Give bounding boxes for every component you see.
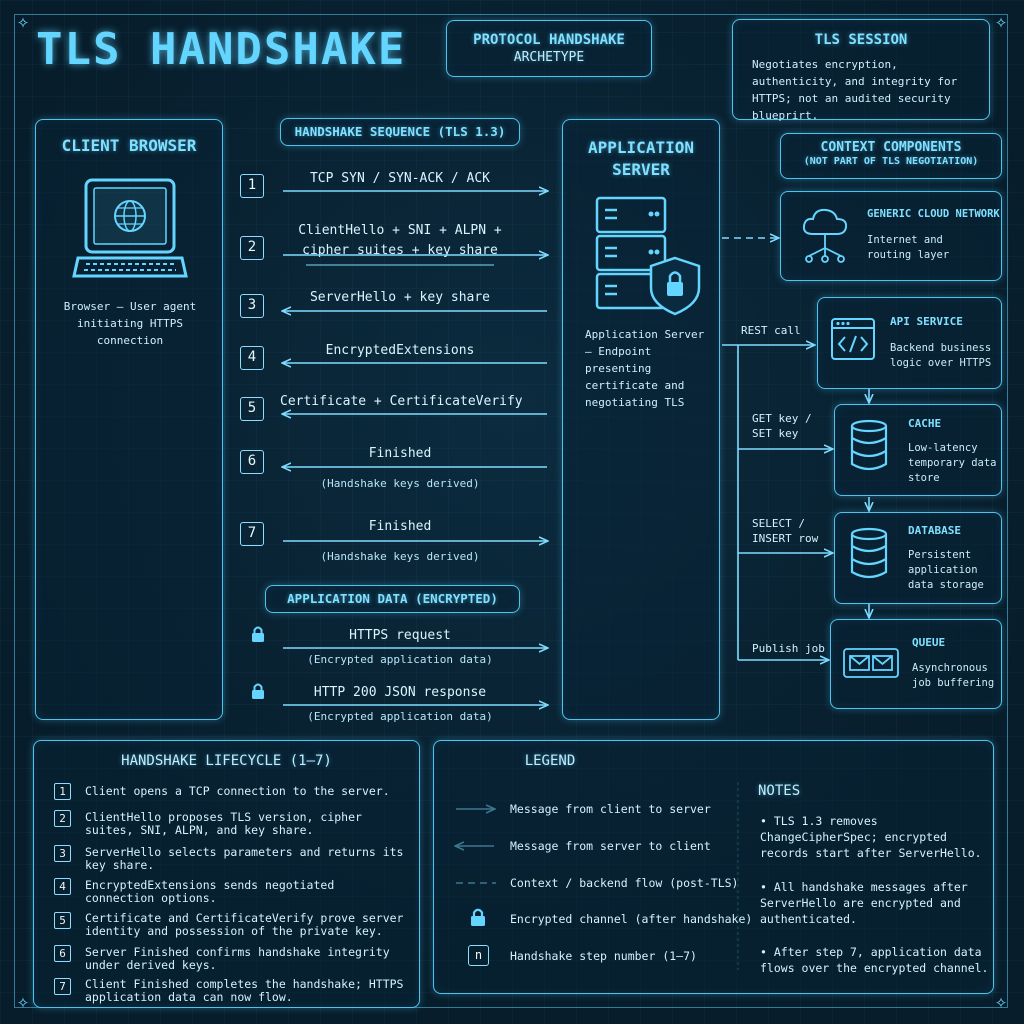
tls-session-box: TLS SESSION Negotiates encryption, authe… <box>732 19 990 122</box>
cache-title: CACHE <box>908 417 942 430</box>
step-7-message: Finished <box>368 519 432 534</box>
page-title: TLS HANDSHAKE <box>36 24 407 75</box>
application-data-header: APPLICATION DATA (ENCRYPTED) <box>265 585 520 613</box>
lifecycle-item-4: EncryptedExtensions sends negotiated con… <box>85 878 335 905</box>
handshake-lifecycle-panel: HANDSHAKE LIFECYCLE (1–7) <box>33 740 420 1008</box>
step-7-note: (Handshake keys derived) <box>320 550 480 563</box>
laptop-icon <box>72 176 188 286</box>
api-service-box: API SERVICE Backend business logic over … <box>817 297 1002 389</box>
lifecycle-item-3: ServerHello selects parameters and retur… <box>85 845 404 872</box>
lifecycle-number-4: 4 <box>54 878 71 895</box>
notes-title: NOTES <box>758 783 801 799</box>
step-number-4: 4 <box>240 346 264 370</box>
cloud-network-box: GENERIC CLOUD NETWORK Internet and routi… <box>780 191 1002 281</box>
note-2: • All handshake messages after ServerHel… <box>760 880 968 926</box>
lifecycle-item-5: Certificate and CertificateVerify prove … <box>85 911 404 938</box>
step-6-note: (Handshake keys derived) <box>320 477 480 490</box>
http-response-message: HTTP 200 JSON response <box>313 685 487 700</box>
corner-ornament-icon: ✧ <box>994 9 1008 33</box>
handshake-sequence-title: HANDSHAKE SEQUENCE (TLS 1.3) <box>294 124 506 139</box>
legend-server-to-client: Message from server to client <box>510 839 711 853</box>
queue-title: QUEUE <box>912 636 946 649</box>
legend-encrypted-channel: Encrypted channel (after handshake) <box>510 912 753 926</box>
context-components-title: CONTEXT COMPONENTS <box>820 140 962 155</box>
server-description: Application Server — Endpoint presenting… <box>585 328 705 409</box>
corner-ornament-icon: ✧ <box>994 989 1008 1013</box>
http-response-note: (Encrypted application data) <box>307 710 493 723</box>
step-number-6: 6 <box>240 450 264 474</box>
legend-step-symbol: n <box>468 945 489 966</box>
server-title-line1: APPLICATION <box>588 138 694 157</box>
server-title-line2: SERVER <box>612 160 670 179</box>
api-service-description: Backend business logic over HTTPS <box>890 342 992 369</box>
lifecycle-item-1: Client opens a TCP connection to the ser… <box>85 784 390 798</box>
https-request-message: HTTPS request <box>349 628 451 643</box>
lifecycle-number-3: 3 <box>54 845 71 862</box>
corner-ornament-icon: ✧ <box>16 989 30 1013</box>
lifecycle-number-1: 1 <box>54 783 71 800</box>
step-3-message: ServerHello + key share <box>309 290 490 305</box>
queue-box: QUEUE Asynchronous job buffering <box>830 619 1002 709</box>
cloud-network-title: GENERIC CLOUD NETWORK <box>867 208 1000 220</box>
step-1-message: TCP SYN / SYN-ACK / ACK <box>309 171 490 186</box>
note-1: • TLS 1.3 removes ChangeCipherSpec; encr… <box>760 814 982 860</box>
legend-client-to-server: Message from client to server <box>510 802 711 816</box>
lifecycle-item-7: Client Finished completes the handshake;… <box>85 977 404 1004</box>
tls-session-text: Negotiates encryption, authenticity, and… <box>752 58 958 122</box>
lifecycle-item-2: ClientHello proposes TLS version, cipher… <box>85 810 362 837</box>
database-title: DATABASE <box>908 524 961 537</box>
rest-call-label: REST call <box>741 324 801 337</box>
step-number-7: 7 <box>240 522 264 546</box>
client-description: Browser — User agent initiating HTTPS co… <box>63 300 197 347</box>
api-service-title: API SERVICE <box>890 315 963 328</box>
step-2-message-line1: ClientHello + SNI + ALPN + <box>298 223 502 238</box>
application-server-panel: APPLICATION SERVER Application Server — … <box>562 119 720 720</box>
database-description: Persistent application data storage <box>908 549 984 591</box>
note-3: • After step 7, application data flows o… <box>760 945 989 975</box>
step-5-message: Certificate + CertificateVerify <box>280 394 523 409</box>
application-data-title: APPLICATION DATA (ENCRYPTED) <box>287 591 498 606</box>
tls-session-title: TLS SESSION <box>814 32 908 48</box>
context-components-subtitle: (NOT PART OF TLS NEGOTIATION) <box>803 156 979 167</box>
lifecycle-number-5: 5 <box>54 912 71 929</box>
cache-box: CACHE Low-latency temporary data store <box>834 404 1002 496</box>
archetype-line2: ARCHETYPE <box>513 50 585 65</box>
client-title: CLIENT BROWSER <box>61 136 197 155</box>
legend-step-number: Handshake step number (1–7) <box>510 949 697 963</box>
legend-context-flow: Context / backend flow (post-TLS) <box>510 876 739 890</box>
database-flow-label: SELECT / INSERT row <box>752 517 819 545</box>
lifecycle-number-7: 7 <box>54 978 71 995</box>
lifecycle-number-2: 2 <box>54 810 71 827</box>
lifecycle-item-6: Server Finished confirms handshake integ… <box>85 945 390 972</box>
https-request-note: (Encrypted application data) <box>307 653 493 666</box>
context-components-header: CONTEXT COMPONENTS (NOT PART OF TLS NEGO… <box>780 133 1002 179</box>
step-number-3: 3 <box>240 294 264 318</box>
client-browser-panel: CLIENT BROWSER Browser — User agent init… <box>35 119 223 720</box>
legend-panel <box>433 740 994 994</box>
lifecycle-title: HANDSHAKE LIFECYCLE (1–7) <box>121 753 332 769</box>
step-4-message: EncryptedExtensions <box>325 343 475 358</box>
step-number-2: 2 <box>240 236 264 260</box>
publish-job-label: Publish job <box>752 642 825 655</box>
archetype-line1: PROTOCOL HANDSHAKE <box>473 32 625 48</box>
legend-title: LEGEND <box>524 753 576 769</box>
database-box: DATABASE Persistent application data sto… <box>834 512 1002 604</box>
cache-description: Low-latency temporary data store <box>908 442 997 484</box>
lifecycle-number-6: 6 <box>54 945 71 962</box>
corner-ornament-icon: ✧ <box>16 9 30 33</box>
queue-description: Asynchronous job buffering <box>912 662 995 689</box>
cache-flow-label: GET key / SET key <box>752 412 812 440</box>
outer-frame <box>14 14 1008 1008</box>
step-number-5: 5 <box>240 397 264 421</box>
archetype-box: PROTOCOL HANDSHAKE ARCHETYPE <box>446 20 652 77</box>
handshake-sequence-header: HANDSHAKE SEQUENCE (TLS 1.3) <box>280 118 520 146</box>
step-2-message-line2: cipher suites + key share <box>302 243 498 258</box>
cloud-network-description: Internet and routing layer <box>867 234 950 261</box>
step-6-message: Finished <box>368 446 432 461</box>
server-lock-icon <box>593 196 703 316</box>
step-number-1: 1 <box>240 174 264 198</box>
